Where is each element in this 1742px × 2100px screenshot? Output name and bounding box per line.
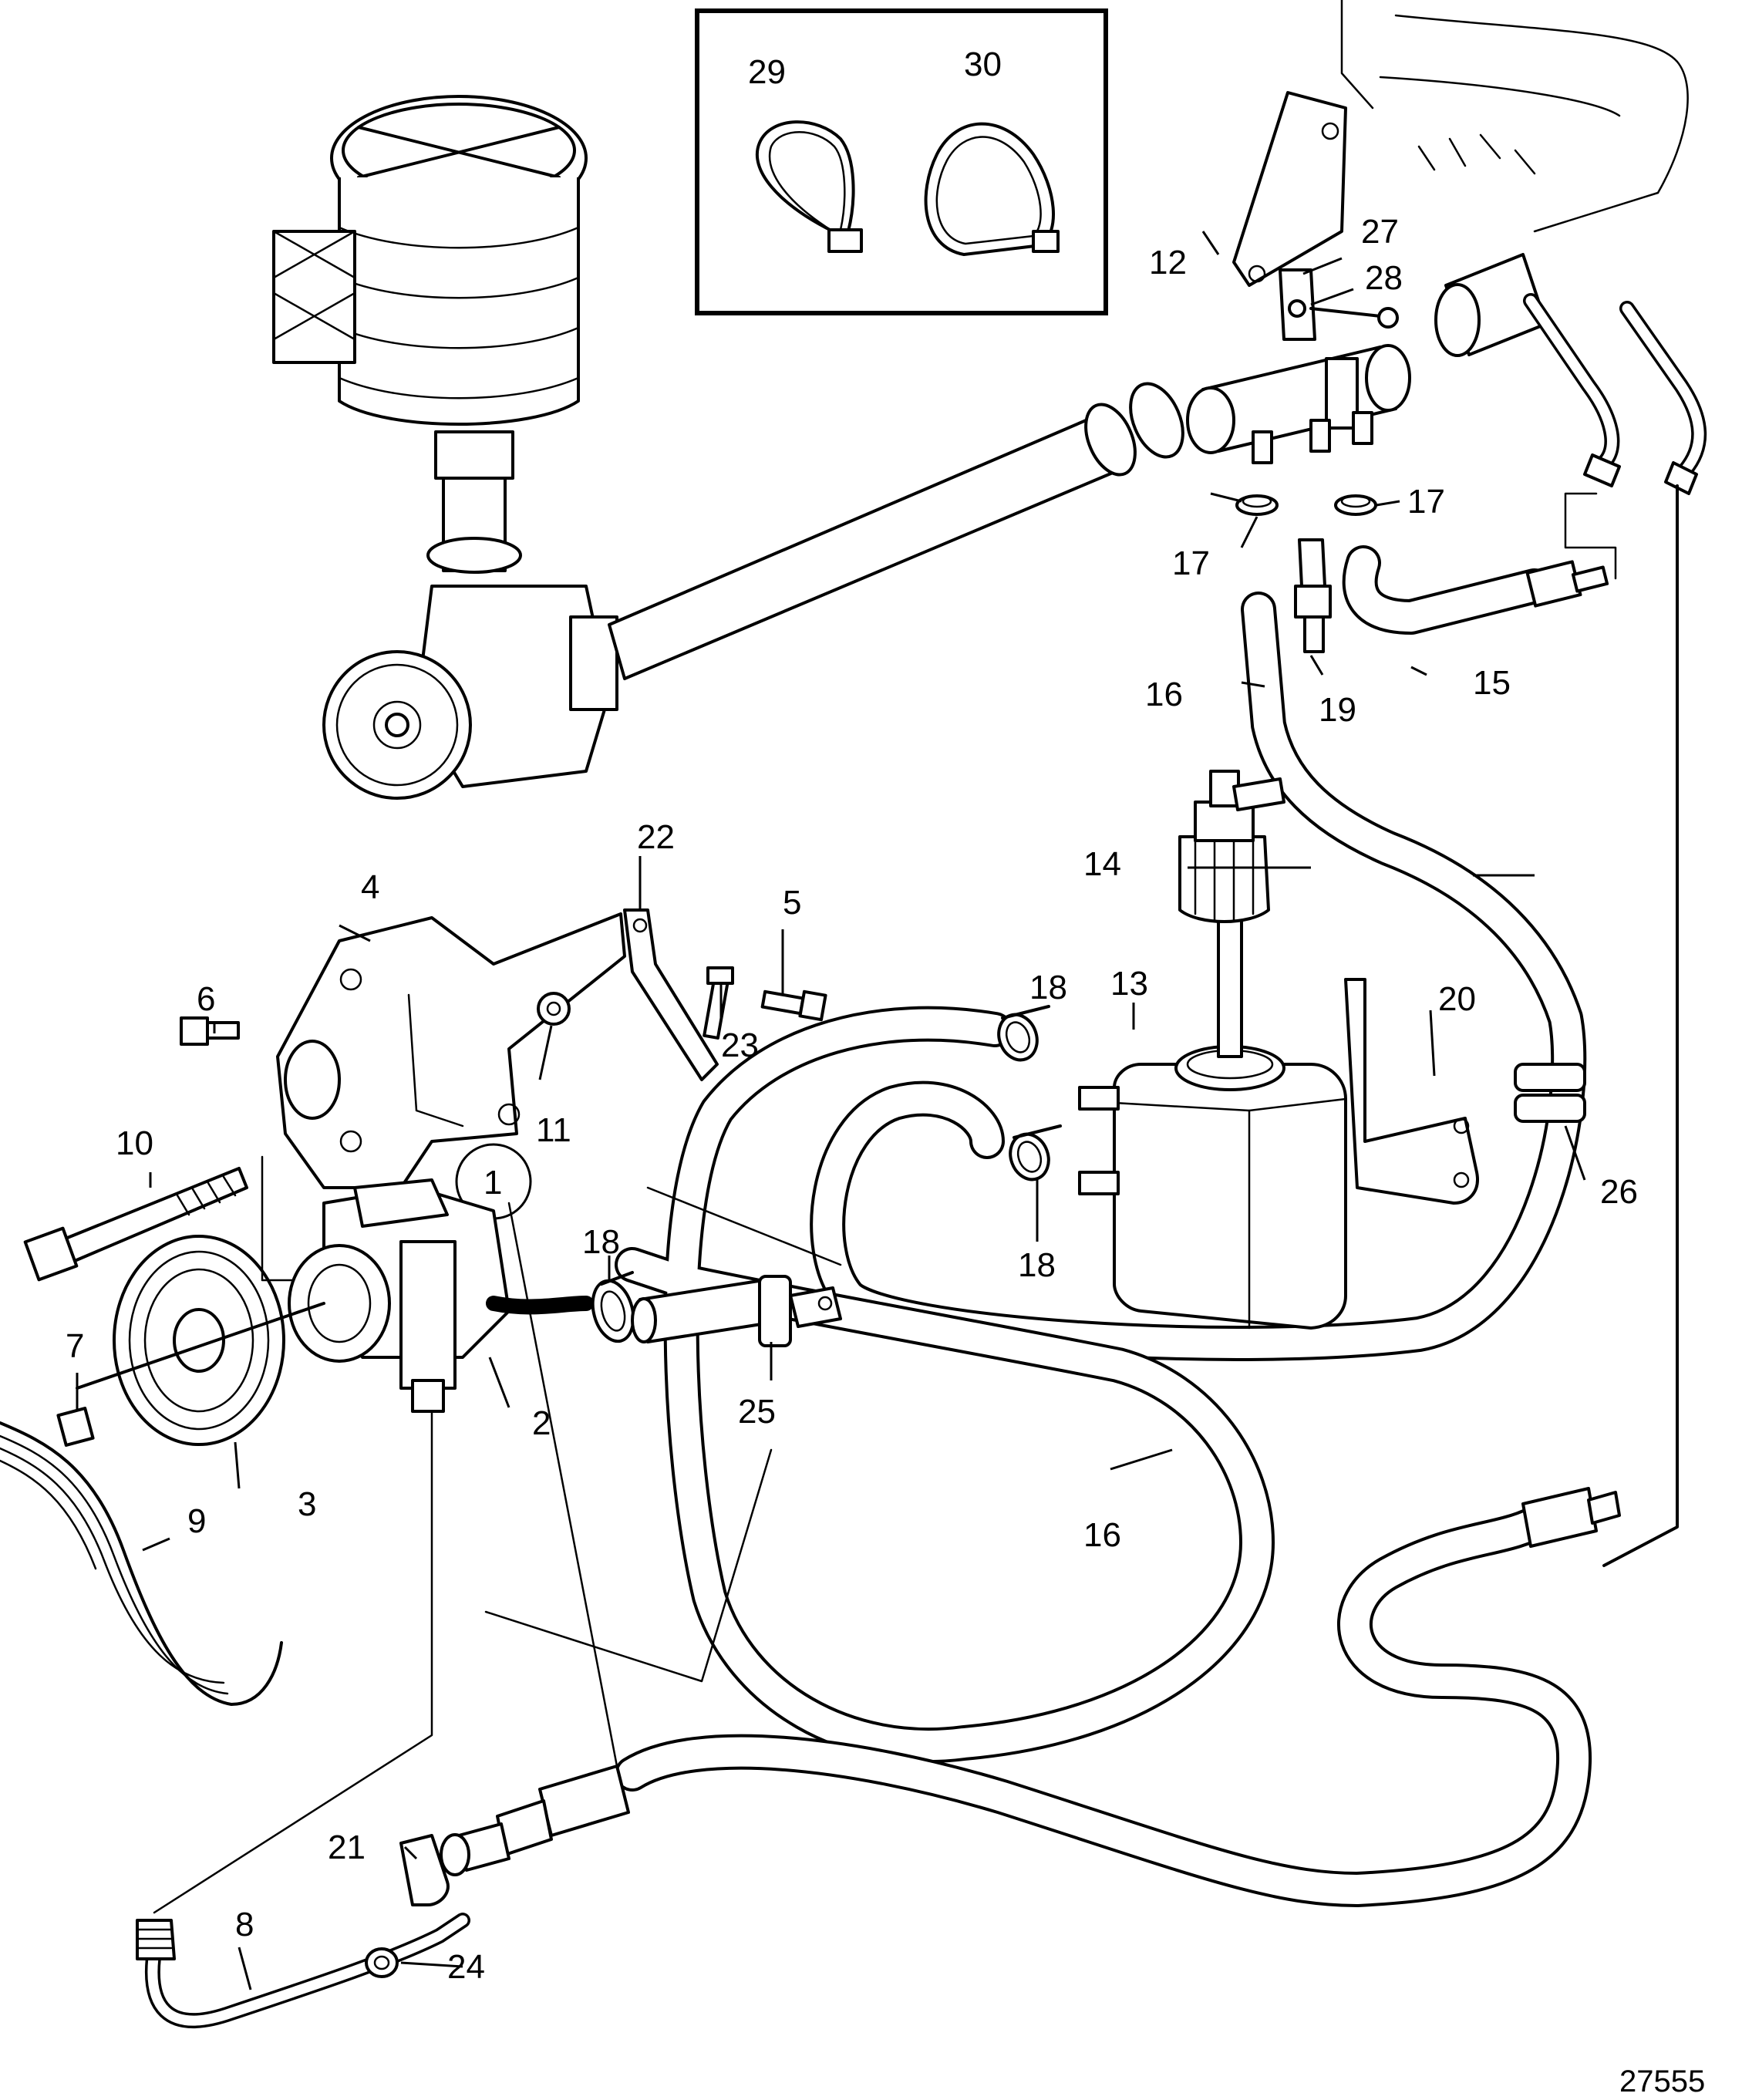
callout-20: 20	[1438, 980, 1476, 1018]
clip-21	[399, 1834, 450, 1906]
clamp-18-lower	[591, 1271, 635, 1343]
clamp-inset-box	[695, 8, 1108, 315]
leader-lines	[76, 231, 1586, 1990]
nut-11	[537, 992, 571, 1026]
clamp-17-left	[1235, 494, 1279, 516]
callout-5: 5	[783, 884, 801, 922]
callout-16-upper: 16	[1145, 676, 1183, 713]
clamp-17-right	[1334, 494, 1377, 516]
belt-9	[0, 1421, 283, 1706]
nut-24	[365, 1947, 399, 1978]
figure-reference-number: 27555	[1619, 2065, 1705, 2098]
callout-21: 21	[328, 1829, 366, 1866]
bracket-4	[276, 912, 626, 1189]
hp-hose	[615, 1487, 1621, 1907]
strap-22	[623, 908, 719, 1081]
clamp-25	[758, 1275, 842, 1347]
callout-28: 28	[1365, 259, 1403, 297]
callout-24: 24	[447, 1948, 485, 1986]
fitting-19	[1294, 538, 1332, 653]
hose-16-lower	[615, 1006, 1275, 1764]
hose-15	[1342, 545, 1609, 635]
clamp-30-icon	[924, 122, 1060, 256]
callout-7: 7	[66, 1327, 84, 1365]
nut-7	[56, 1407, 95, 1447]
bolt-5	[760, 989, 827, 1022]
part-12-cooler-pipe	[1186, 344, 1411, 464]
callout-18-middle: 18	[1018, 1246, 1056, 1284]
water-pump-housing	[322, 585, 618, 800]
engine-hose-stub	[1434, 253, 1548, 357]
callout-29: 29	[748, 53, 786, 91]
pulley-3	[76, 1235, 325, 1446]
bolt-10	[23, 1167, 248, 1282]
callout-17-right: 17	[1407, 483, 1445, 521]
callout-6: 6	[197, 980, 215, 1018]
callout-18-lower: 18	[582, 1223, 620, 1261]
routing-lines	[153, 1155, 842, 1914]
callout-3: 3	[298, 1485, 316, 1523]
callout-10: 10	[116, 1124, 153, 1162]
callout-14: 14	[1083, 845, 1121, 883]
callout-18-upper: 18	[1029, 969, 1067, 1006]
bolt-6	[180, 1016, 240, 1046]
cap-14	[1178, 770, 1285, 1058]
intake-tube	[608, 382, 1184, 680]
callout-17-left: 17	[1172, 544, 1210, 582]
air-filter-assembly	[272, 95, 588, 574]
callout-27: 27	[1361, 213, 1399, 251]
right-steel-lines	[1523, 293, 1707, 1567]
callout-16-lower: 16	[1083, 1516, 1121, 1554]
clamp-26	[1514, 1063, 1586, 1123]
bracket-27-28	[1232, 91, 1399, 341]
callout-12: 12	[1149, 244, 1187, 281]
callout-23: 23	[721, 1026, 759, 1064]
callout-19: 19	[1319, 691, 1356, 729]
hp-fittings	[440, 1765, 630, 1876]
pump-2	[288, 1178, 594, 1413]
callout-2: 2	[532, 1404, 551, 1442]
reservoir-13	[1078, 1045, 1347, 1330]
hose-16-upper	[810, 592, 1587, 1361]
callout-8: 8	[235, 1906, 254, 1943]
callout-25: 25	[738, 1393, 776, 1431]
callout-22: 22	[637, 818, 675, 856]
callout-4: 4	[361, 868, 379, 906]
callout-1: 1	[484, 1164, 502, 1202]
callout-30: 30	[964, 46, 1002, 83]
callout-labels: 1 2 3 4 5 6 7 8 9 10 11 12 13 14 15 16 1…	[66, 46, 1705, 2098]
clamp-18-middle	[1009, 1124, 1062, 1181]
clamp-18-upper	[997, 1005, 1050, 1062]
callout-15: 15	[1473, 664, 1511, 702]
callout-9: 9	[187, 1502, 206, 1540]
pressure-line-8	[136, 1913, 470, 2028]
callout-26: 26	[1600, 1173, 1638, 1211]
engine-intake-outline	[1340, 0, 1689, 233]
callout-11: 11	[536, 1111, 571, 1149]
clamp-29-icon	[755, 120, 863, 253]
bracket-20	[1344, 978, 1479, 1205]
callout-13: 13	[1110, 965, 1148, 1003]
